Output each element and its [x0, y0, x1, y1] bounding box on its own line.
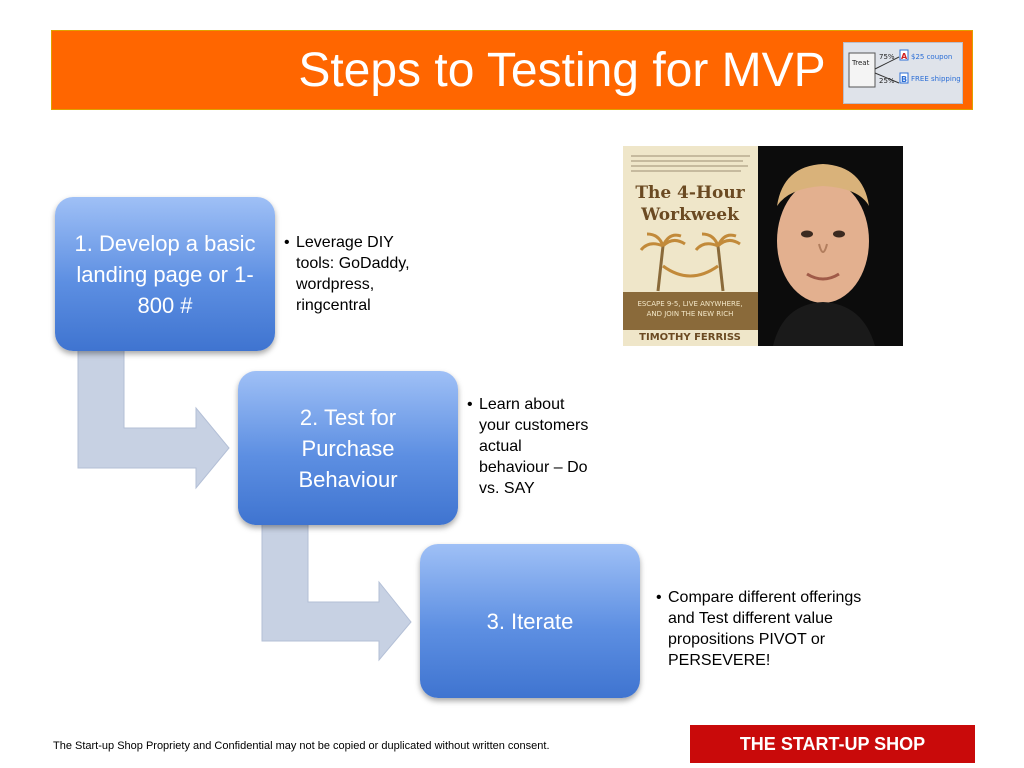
svg-text:75%: 75% — [879, 53, 895, 61]
bullet-dot: • — [467, 396, 473, 413]
step-3-box: 3. Iterate — [420, 544, 640, 698]
svg-text:25%: 25% — [879, 77, 895, 85]
title-bar: Steps to Testing for MVP — [51, 30, 973, 110]
step-1-bullet: • Leverage DIY tools: GoDaddy, wordpress… — [284, 232, 454, 316]
brand-logo-box: THE START-UP SHOP — [690, 725, 975, 763]
svg-text:TIMOTHY FERRISS: TIMOTHY FERRISS — [639, 332, 741, 343]
svg-text:AND JOIN THE NEW RICH: AND JOIN THE NEW RICH — [647, 310, 734, 318]
step-2-bullet-text: Learn about your customers actual behavi… — [479, 396, 589, 497]
connector-arrow-1 — [77, 334, 230, 490]
svg-text:Treat: Treat — [851, 59, 870, 67]
step-2-bullet: • Learn about your customers actual beha… — [467, 394, 627, 499]
step-3-label: 3. Iterate — [486, 608, 574, 634]
svg-text:$25 coupon: $25 coupon — [911, 53, 952, 61]
step-1-box: 1. Develop a basic landing page or 1-800… — [55, 197, 275, 351]
bullet-dot: • — [656, 589, 662, 606]
step-2-box: 2. Test for Purchase Behaviour — [238, 371, 458, 525]
bullet-dot: • — [284, 234, 290, 251]
page-title: Steps to Testing for MVP — [298, 44, 826, 97]
ab-test-thumbnail: Treat 75% 25% A B $25 coupon FREE shippi… — [843, 42, 963, 104]
svg-text:The 4-Hour: The 4-Hour — [635, 183, 745, 203]
step-3-bullet-text: Compare different offerings and Test dif… — [668, 589, 862, 669]
svg-text:A: A — [901, 52, 908, 61]
svg-text:FREE shipping: FREE shipping — [911, 75, 961, 83]
footer-disclaimer: The Start-up Shop Propriety and Confiden… — [53, 740, 550, 752]
step-1-bullet-text: Leverage DIY tools: GoDaddy, wordpress, … — [296, 234, 410, 314]
step-2-label: 2. Test for Purchase Behaviour — [298, 404, 398, 492]
svg-text:ESCAPE 9-5, LIVE ANYWHERE,: ESCAPE 9-5, LIVE ANYWHERE, — [637, 300, 742, 308]
brand-name: THE START-UP SHOP — [739, 733, 926, 754]
svg-text:Workweek: Workweek — [640, 205, 740, 225]
step-1-label: 1. Develop a basic landing page or 1-800… — [74, 230, 256, 318]
connector-arrow-2 — [261, 509, 412, 662]
book-cover-photo: The 4-Hour Workweek ESCAPE 9-5, LIVE ANY… — [623, 146, 903, 346]
svg-text:B: B — [901, 75, 907, 84]
step-3-bullet: • Compare different offerings and Test d… — [656, 587, 906, 671]
ab-test-sketch-icon: Treat 75% 25% A B $25 coupon FREE shippi… — [844, 43, 962, 103]
